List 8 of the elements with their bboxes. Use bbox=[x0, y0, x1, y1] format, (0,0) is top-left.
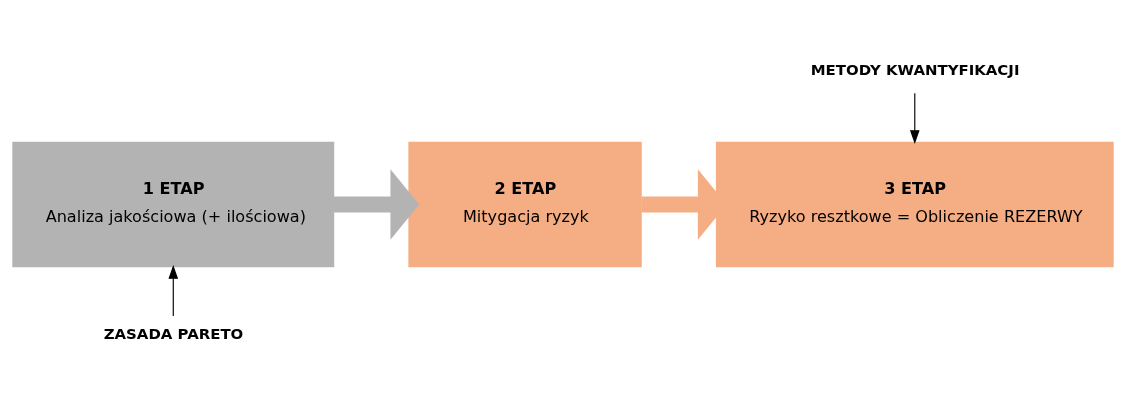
node-box: 3 ETAP Ryzyko resztkowe = Obliczenie REZERWY bbox=[715, 141, 1114, 268]
arrow bbox=[909, 92, 920, 144]
arrow bbox=[333, 169, 420, 240]
arrow bbox=[168, 265, 179, 317]
node-box: 2 ETAP Mitygacja ryzyk bbox=[408, 141, 642, 268]
node-box: 1 ETAP Analiza jakościowa (+ ilościowa) bbox=[12, 141, 335, 268]
node-text: METODY KWANTYFIKACJI bbox=[810, 61, 1020, 80]
node-text: ZASADA PARETO bbox=[103, 325, 244, 344]
